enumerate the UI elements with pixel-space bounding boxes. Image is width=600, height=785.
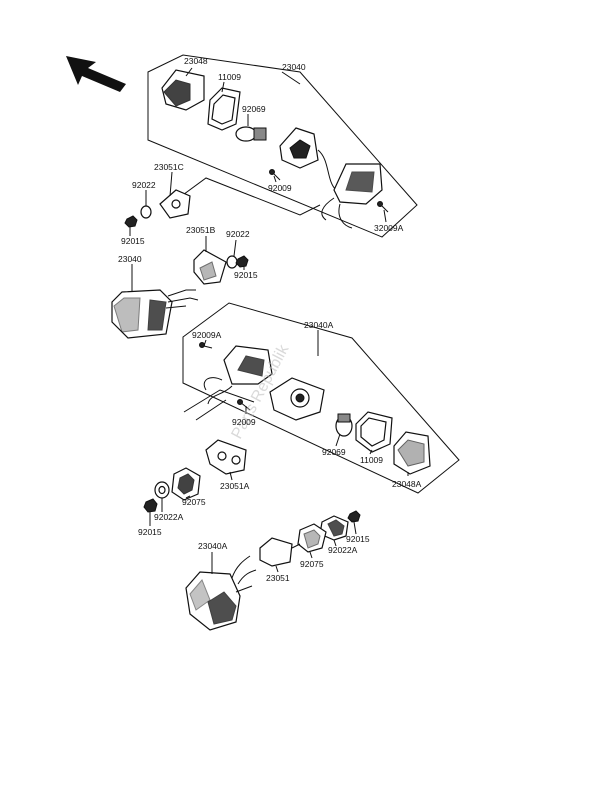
- label-92022-b: 92022: [226, 229, 250, 239]
- label-23048: 23048: [184, 56, 208, 66]
- turn-signal-23040: [111, 289, 199, 339]
- lens-23048: [161, 69, 205, 111]
- bulb-92069-mid: [335, 413, 353, 437]
- part-labels: 23048 11009 23040 92069 23051C 92022 920…: [118, 56, 422, 583]
- direction-arrow-icon: [66, 56, 126, 92]
- screw-92009-mid: [237, 399, 251, 411]
- label-23040-top: 23040: [282, 62, 306, 72]
- bracket-23051C: [159, 189, 191, 219]
- housing-socket-top: [279, 127, 337, 191]
- label-92009-mid: 92009: [232, 417, 256, 427]
- assembly-outline-middle: [182, 302, 460, 494]
- reference-line-2: [183, 389, 255, 413]
- assembly-outline-top: [147, 54, 418, 238]
- label-11009-top: 11009: [218, 72, 241, 82]
- label-92015-d: 92015: [346, 534, 370, 544]
- label-92015-c: 92015: [138, 527, 162, 537]
- label-92022A-right: 92022A: [328, 545, 358, 555]
- nut-92015-d: [347, 510, 361, 523]
- bulb-92069-top: [235, 126, 267, 142]
- label-23040: 23040: [118, 254, 142, 264]
- label-92015-a: 92015: [121, 236, 145, 246]
- label-32009A: 32009A: [374, 223, 404, 233]
- leader-lines: [129, 67, 409, 574]
- washer-92022-a: [140, 205, 152, 219]
- washer-92022A-left: [154, 481, 170, 499]
- turn-signal-23040A-bottom: [185, 555, 257, 631]
- grommet-92075-a: [171, 467, 201, 501]
- label-23051A: 23051A: [220, 481, 250, 491]
- label-92022A-left: 92022A: [154, 512, 184, 522]
- washer-92022-b: [226, 255, 238, 269]
- bracket-23051A: [205, 439, 247, 475]
- reference-line-1: [175, 177, 321, 216]
- bracket-23051: [259, 537, 301, 567]
- grommet-92075-b: [297, 523, 327, 553]
- screw-92009A-mid: [199, 342, 213, 349]
- reference-line-3: [195, 399, 227, 421]
- label-23051B: 23051B: [186, 225, 216, 235]
- housing-socket-mid: [269, 377, 325, 421]
- label-23051: 23051: [266, 573, 290, 583]
- label-92009A-mid: 92009A: [192, 330, 222, 340]
- nut-92015-a: [124, 215, 138, 228]
- gasket-11009-mid: [355, 411, 393, 453]
- label-92075-a: 92075: [182, 497, 206, 507]
- washer-92022A-right: [319, 515, 349, 541]
- label-23040A-mid: 23040A: [304, 320, 334, 330]
- screw-32009A-top: [377, 201, 389, 213]
- label-92075-b: 92075: [300, 559, 324, 569]
- label-92022-a: 92022: [132, 180, 156, 190]
- label-92015-b: 92015: [234, 270, 258, 280]
- label-92069-top: 92069: [242, 104, 266, 114]
- screw-92009-top: [269, 169, 281, 181]
- bracket-23051B: [193, 249, 227, 285]
- lens-23048A: [393, 431, 431, 475]
- gasket-11009-top: [207, 87, 241, 131]
- label-23048A: 23048A: [392, 479, 422, 489]
- nut-92015-b: [235, 255, 249, 268]
- turn-signal-body-mid: [203, 345, 273, 405]
- turn-signal-body-top: [321, 163, 383, 229]
- label-92009-top: 92009: [268, 183, 292, 193]
- label-92069-mid: 92069: [322, 447, 346, 457]
- label-23051C: 23051C: [154, 162, 184, 172]
- label-11009-mid: 11009: [360, 455, 383, 465]
- label-23040A-bottom: 23040A: [198, 541, 228, 551]
- nut-92015-c: [143, 498, 158, 513]
